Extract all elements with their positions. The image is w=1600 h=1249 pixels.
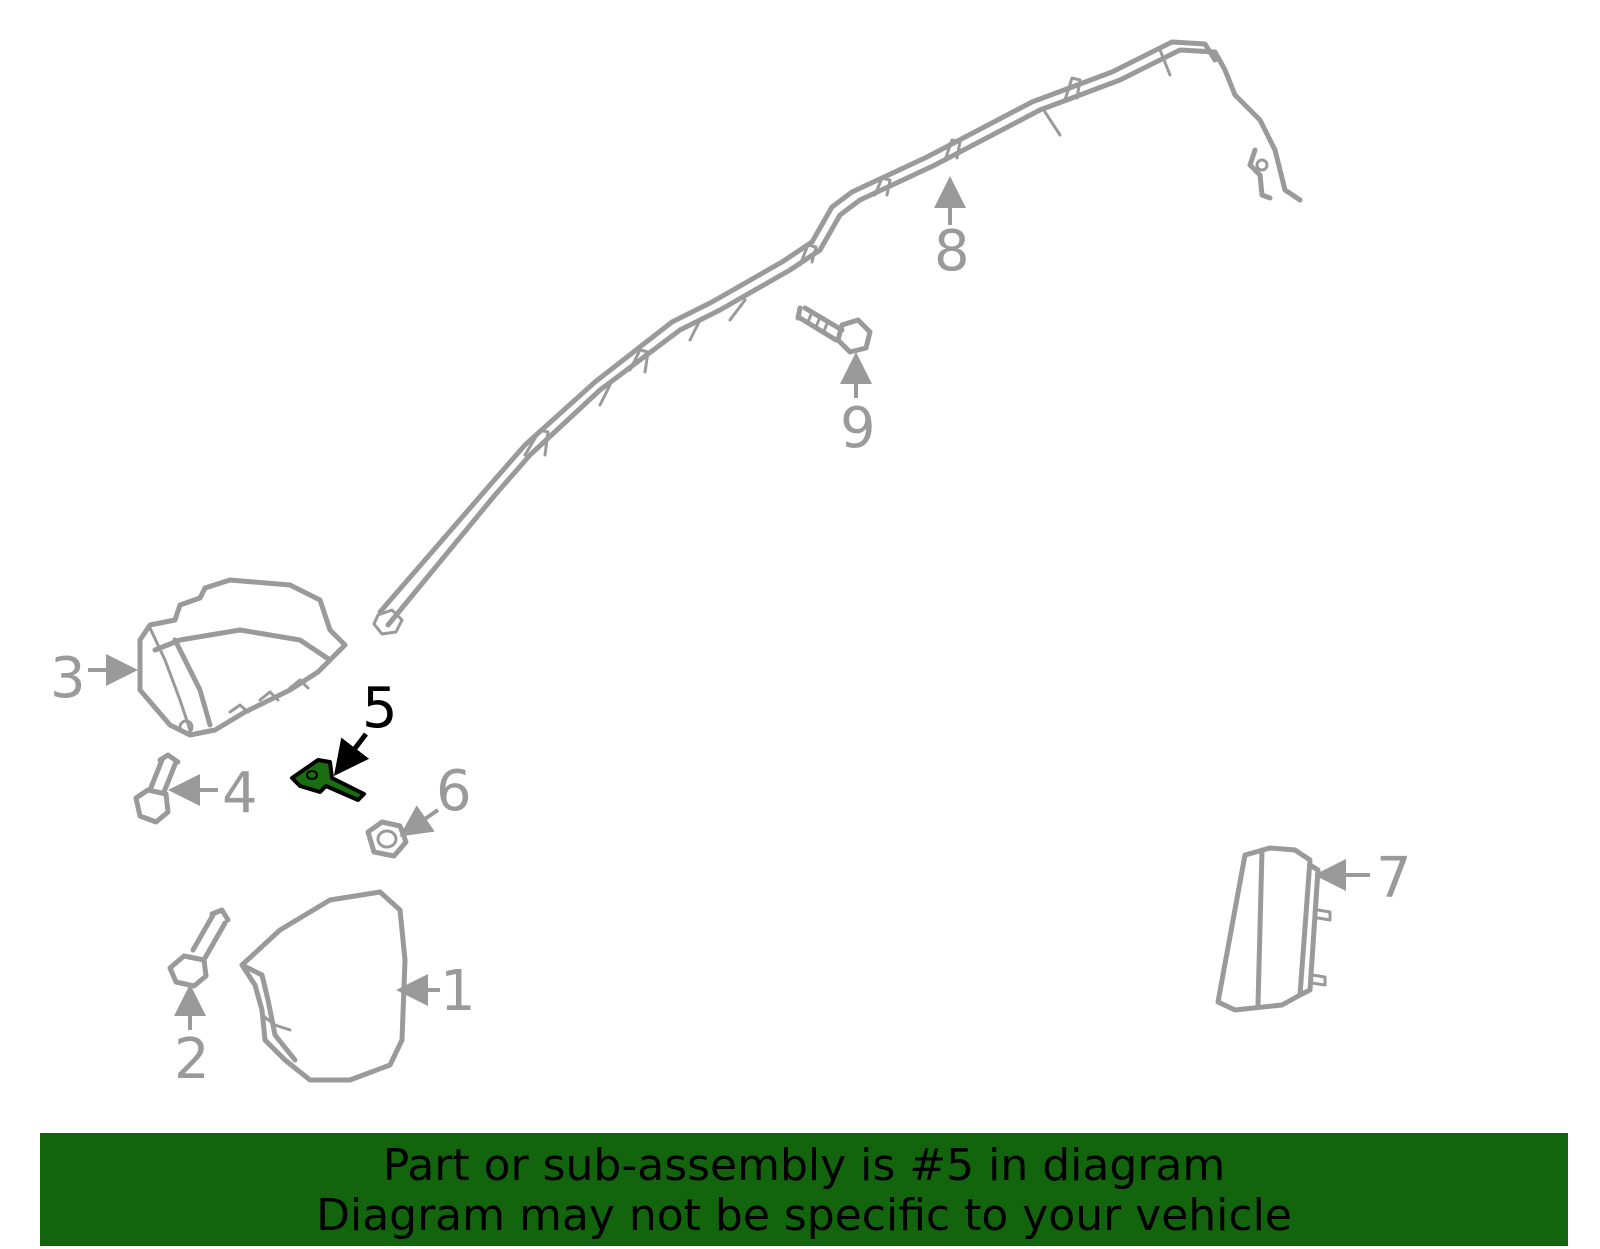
driver-airbag-part — [239, 889, 408, 1083]
callout-7: 7 — [1376, 846, 1412, 911]
nut-6-part — [365, 819, 409, 859]
callout-1: 1 — [440, 959, 476, 1024]
leader-6 — [399, 805, 440, 837]
parts-diagram: 1 2 3 4 5 6 7 8 9 — [50, 39, 1412, 1092]
bolt-4-part — [133, 752, 181, 825]
callout-4: 4 — [222, 761, 258, 826]
bolt-2-part — [167, 907, 231, 989]
bolt-9-part — [795, 305, 873, 355]
bracket-5-part — [290, 758, 366, 802]
leader-lines — [88, 176, 1370, 1030]
callout-8: 8 — [934, 219, 970, 284]
callout-5: 5 — [362, 676, 398, 741]
banner-line-2: Diagram may not be specific to your vehi… — [316, 1190, 1292, 1241]
callout-labels: 1 2 3 4 5 6 7 8 9 — [50, 219, 1412, 1092]
curtain-airbag-part — [372, 39, 1303, 636]
leader-5 — [333, 732, 370, 776]
callout-9: 9 — [840, 396, 876, 461]
callout-2: 2 — [174, 1027, 210, 1092]
info-banner: Part or sub-assembly is #5 in diagram Di… — [40, 1133, 1568, 1246]
passenger-airbag-part — [137, 577, 348, 738]
callout-3: 3 — [50, 646, 86, 711]
knee-airbag-part — [1215, 845, 1332, 1013]
callout-6: 6 — [436, 759, 472, 824]
banner-line-1: Part or sub-assembly is #5 in diagram — [382, 1140, 1226, 1191]
